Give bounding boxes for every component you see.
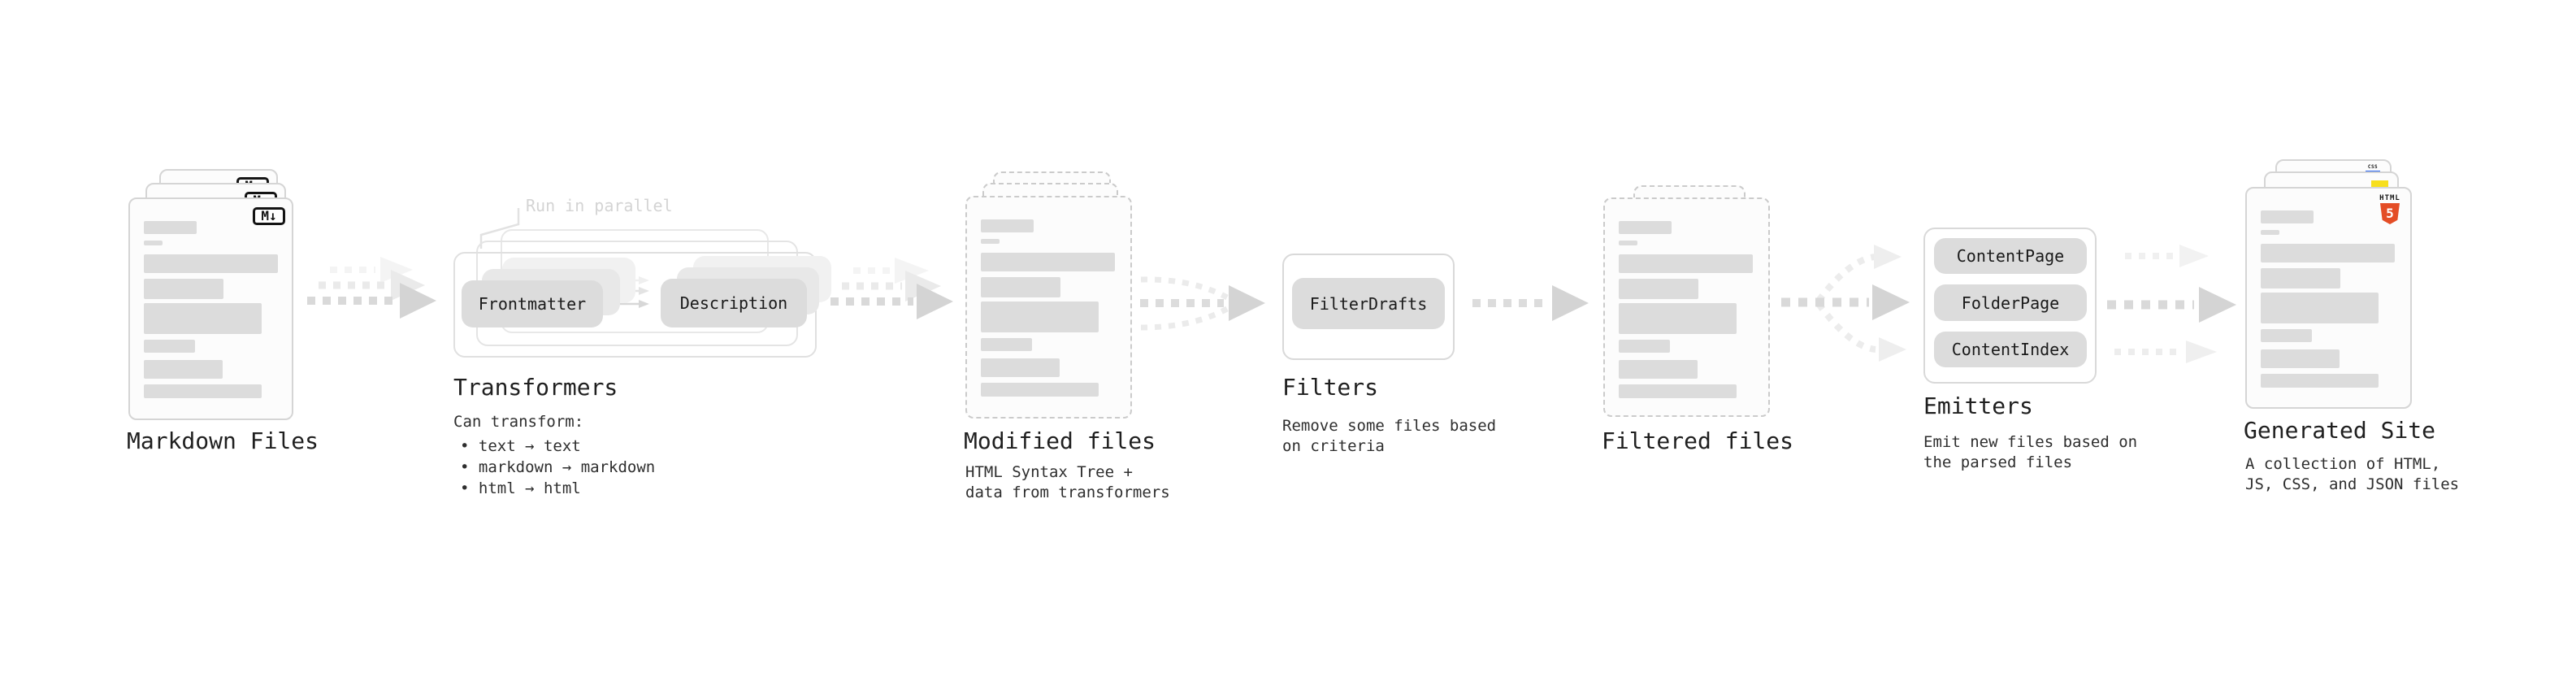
generated-site-label: Generated Site bbox=[2244, 417, 2436, 444]
filtered-files-label: Filtered files bbox=[1602, 427, 1794, 454]
arrow-transformers-to-modified bbox=[830, 258, 953, 319]
transformers-title: Transformers bbox=[453, 374, 618, 401]
description-box-label: Description bbox=[679, 293, 788, 313]
document-skeleton bbox=[2247, 189, 2410, 388]
arrow-modified-to-filters-merge bbox=[1140, 276, 1265, 331]
folderpage-box-label: FolderPage bbox=[1961, 293, 2060, 313]
document-skeleton bbox=[130, 199, 292, 398]
html5-icon-word: HTML bbox=[2379, 194, 2400, 202]
document-skeleton bbox=[1605, 199, 1768, 398]
generated-doc-front: HTML 5 bbox=[2245, 187, 2412, 409]
filterdrafts-box: FilterDrafts bbox=[1292, 278, 1445, 329]
filters-description: on criteria bbox=[1282, 437, 1385, 455]
run-in-parallel-annotation: Run in parallel bbox=[526, 196, 673, 215]
markdown-icon: M↓ bbox=[253, 207, 285, 225]
emitters-description: Emit new files based on bbox=[1923, 433, 2138, 451]
filters-description: Remove some files based bbox=[1282, 417, 1497, 435]
html5-icon-shield: 5 bbox=[2380, 203, 2400, 224]
html5-icon-number: 5 bbox=[2386, 206, 2394, 221]
markdown-icon-label: M↓ bbox=[261, 208, 277, 223]
contentpage-box-label: ContentPage bbox=[1956, 246, 2065, 266]
filtered-doc-front bbox=[1603, 197, 1770, 417]
contentpage-box: ContentPage bbox=[1934, 238, 2087, 274]
folderpage-box: FolderPage bbox=[1934, 284, 2087, 321]
filterdrafts-box-label: FilterDrafts bbox=[1309, 293, 1428, 314]
modified-doc-front bbox=[965, 196, 1132, 419]
contentindex-box-label: ContentIndex bbox=[1951, 340, 2070, 359]
filters-title: Filters bbox=[1282, 374, 1379, 401]
generated-site-description: A collection of HTML, bbox=[2245, 455, 2441, 473]
markdown-files-label: Markdown Files bbox=[127, 427, 319, 454]
frontmatter-box-label: Frontmatter bbox=[478, 294, 587, 314]
frontmatter-box: Frontmatter bbox=[462, 280, 603, 327]
javascript-icon bbox=[2371, 180, 2388, 189]
markdown-doc-front: M↓ bbox=[128, 197, 293, 420]
arrow-markdown-to-transformers bbox=[307, 257, 436, 319]
transformers-bullet: • markdown → markdown bbox=[460, 458, 656, 476]
generated-site-description: JS, CSS, and JSON files bbox=[2245, 475, 2460, 493]
html5-icon: HTML 5 bbox=[2378, 194, 2402, 224]
modified-files-description: data from transformers bbox=[965, 484, 1170, 501]
emitters-description: the parsed files bbox=[1923, 453, 2073, 471]
transformers-bullet: • html → html bbox=[460, 479, 581, 497]
arrow-filters-to-filtered bbox=[1472, 285, 1589, 321]
css-icon-label: CSS bbox=[2367, 164, 2379, 170]
arrow-emitters-to-generated bbox=[2107, 245, 2236, 363]
arrow-filtered-to-emitters-split bbox=[1781, 245, 1910, 362]
emitters-title: Emitters bbox=[1923, 393, 2033, 419]
modified-files-description: HTML Syntax Tree + bbox=[965, 463, 1133, 481]
description-box: Description bbox=[661, 279, 807, 327]
modified-files-label: Modified files bbox=[964, 427, 1156, 454]
transformers-heading: Can transform: bbox=[453, 413, 584, 431]
document-skeleton bbox=[967, 197, 1130, 397]
transformers-bullet: • text → text bbox=[460, 437, 581, 455]
contentindex-box: ContentIndex bbox=[1934, 332, 2087, 367]
